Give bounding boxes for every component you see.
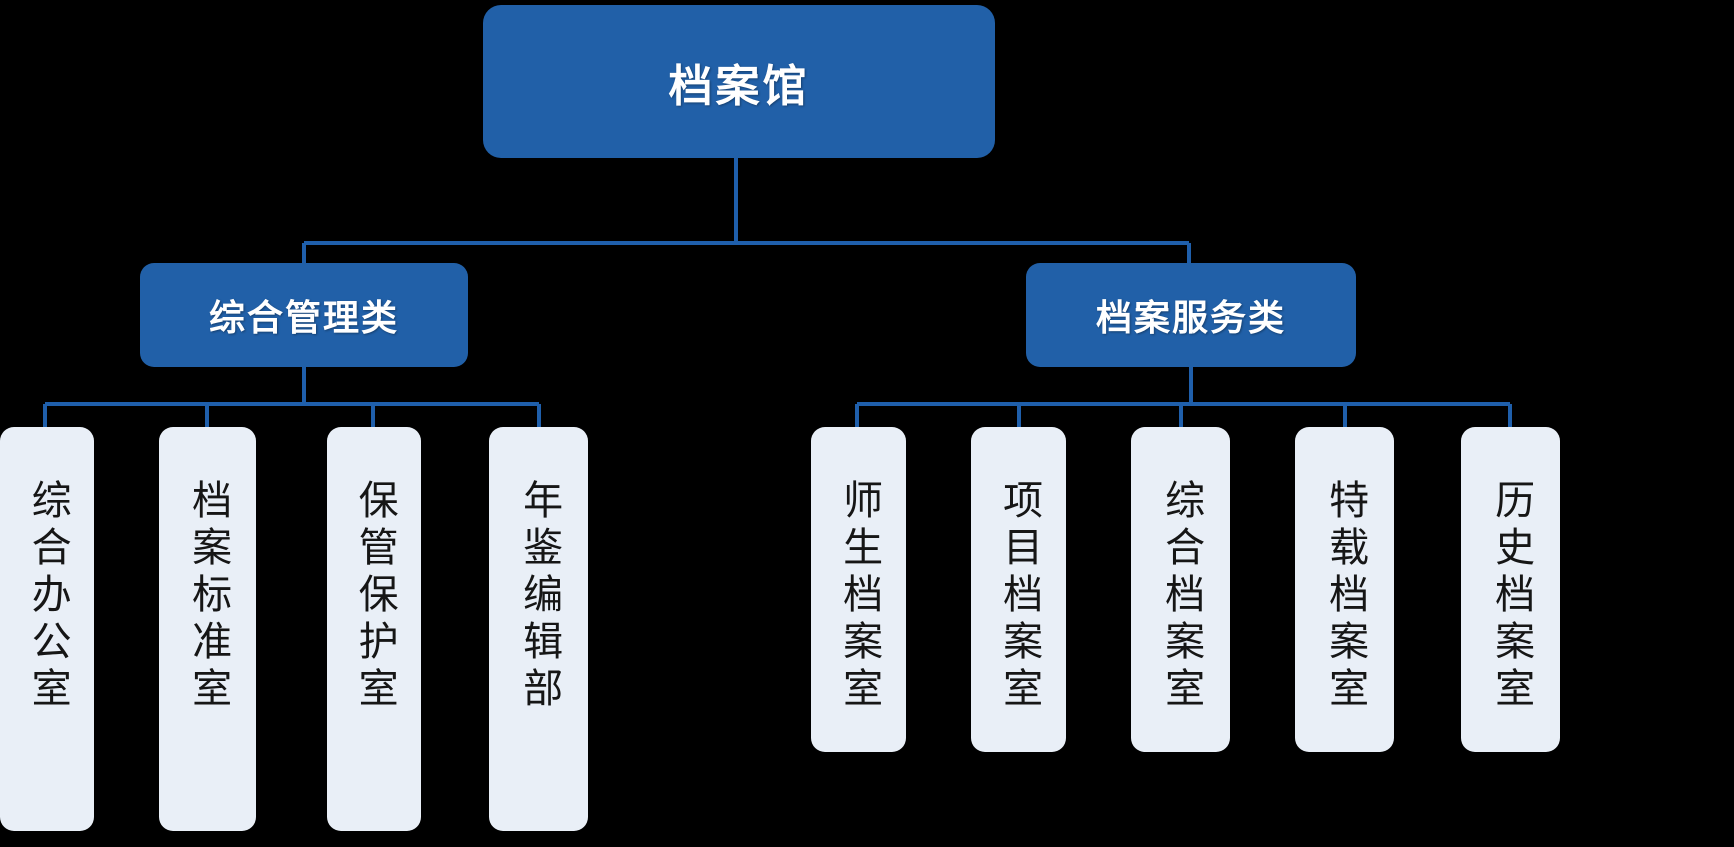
node-leaf-label: 综合档案室 [1159, 479, 1204, 714]
node-branch-label: 档案服务类 [1095, 297, 1286, 338]
node-leaf[interactable]: 特载档案室 [1295, 427, 1394, 752]
node-leaf[interactable]: 历史档案室 [1461, 427, 1560, 752]
node-leaf-label: 特载档案室 [1323, 479, 1368, 714]
node-root-label: 档案馆 [668, 61, 810, 111]
node-leaf[interactable]: 项目档案室 [971, 427, 1066, 752]
node-leaf-label: 历史档案室 [1489, 479, 1534, 714]
node-branch-service[interactable]: 档案服务类 [1026, 263, 1356, 367]
node-leaf[interactable]: 综合档案室 [1131, 427, 1230, 752]
node-leaf-label: 师生档案室 [837, 479, 882, 714]
node-leaf[interactable]: 年鉴编辑部 [489, 427, 588, 831]
node-leaf-label: 项目档案室 [997, 479, 1042, 714]
node-branch-management[interactable]: 综合管理类 [140, 263, 468, 367]
node-leaf[interactable]: 保管保护室 [327, 427, 421, 831]
node-leaf[interactable]: 档案标准室 [159, 427, 256, 831]
node-leaf-label: 年鉴编辑部 [517, 479, 562, 714]
node-branch-label: 综合管理类 [208, 297, 399, 338]
node-leaf-label: 保管保护室 [352, 479, 397, 714]
node-leaf[interactable]: 师生档案室 [811, 427, 906, 752]
node-leaf[interactable]: 综合办公室 [0, 427, 94, 831]
node-root-archives[interactable]: 档案馆 [483, 5, 995, 158]
node-leaf-label: 档案标准室 [186, 479, 231, 714]
node-leaf-label: 综合办公室 [25, 479, 70, 714]
